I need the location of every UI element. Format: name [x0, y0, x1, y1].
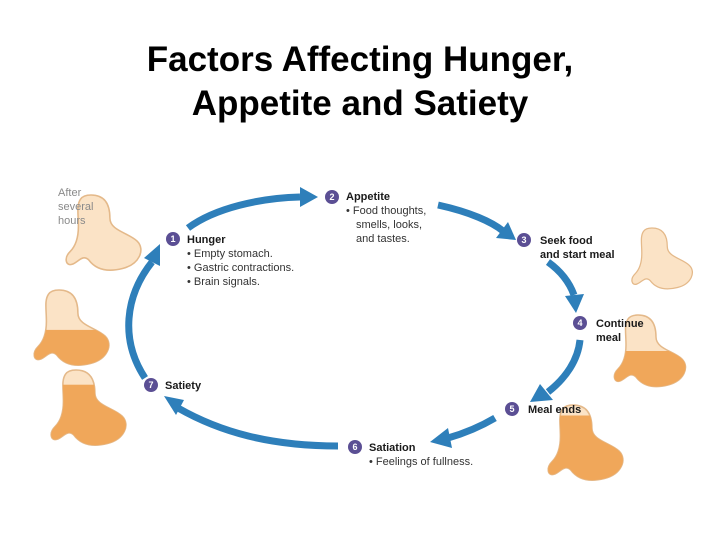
step-satiety: 7 Satiety: [144, 378, 202, 392]
arrow-seek-to-continue: [545, 259, 578, 297]
step-number-3: 3: [521, 235, 526, 245]
step-appetite: 2 Appetite • Food thoughts, smells, look…: [325, 190, 426, 245]
arrowhead-appetite: [300, 187, 318, 207]
step-title-hunger: Hunger: [187, 234, 226, 246]
arrow-appetite-to-seek: [437, 201, 506, 234]
step-detail: • Brain signals.: [187, 276, 260, 288]
step-number-7: 7: [148, 380, 153, 390]
step-seek-food: 3 Seek food and start meal: [517, 233, 615, 261]
step-number-1: 1: [170, 234, 175, 244]
step-number-6: 6: [352, 442, 357, 452]
step-detail: and tastes.: [356, 233, 410, 245]
stomach-empty-icon: [65, 194, 142, 271]
step-number-2: 2: [329, 192, 334, 202]
arrowhead-satiety: [164, 396, 184, 415]
step-title-continue: Continue: [596, 318, 644, 330]
step-badge-1: [166, 232, 180, 246]
arrow-hunger-to-appetite: [185, 193, 301, 231]
step-title-appetite: Appetite: [346, 191, 390, 203]
step-continue-meal: 4 Continue meal: [573, 316, 644, 344]
arrow-continue-to-end: [545, 339, 584, 395]
arrowhead-hunger: [144, 244, 160, 266]
step-title-seek-food-2: and start meal: [540, 249, 615, 261]
step-detail: • Gastric contractions.: [187, 262, 294, 274]
arrowhead-seek: [496, 222, 516, 240]
step-detail: • Feelings of fullness.: [369, 456, 473, 468]
arrowhead-continue: [565, 294, 584, 313]
step-badge-5: [505, 402, 519, 416]
arrowhead-satiation: [430, 428, 452, 448]
page-title: Factors Affecting Hunger, Appetite and S…: [0, 38, 720, 126]
step-title-meal-ends: Meal ends: [528, 404, 581, 416]
step-badge-6: [348, 440, 362, 454]
step-number-5: 5: [509, 404, 514, 414]
arrow-satiety-to-hunger: [125, 259, 155, 380]
step-detail: • Empty stomach.: [187, 248, 273, 260]
step-badge-4: [573, 316, 587, 330]
note-line-3: hours: [58, 215, 86, 227]
arrow-end-to-satiation: [447, 414, 497, 442]
step-detail: • Food thoughts,: [346, 205, 426, 217]
arrow-satiation-to-satiety: [176, 404, 339, 450]
step-title-seek-food: Seek food: [540, 235, 593, 247]
step-badge-2: [325, 190, 339, 204]
step-title-satiety: Satiety: [165, 380, 202, 392]
step-satiation: 6 Satiation • Feelings of fullness.: [348, 440, 473, 468]
note-line-1: After: [58, 187, 82, 199]
arrowhead-end: [530, 384, 553, 402]
step-hunger: 1 Hunger • Empty stomach. • Gastric cont…: [166, 232, 294, 288]
title-line-1: Factors Affecting Hunger,: [146, 40, 574, 79]
stomach-filling-icon: [33, 289, 110, 366]
stomach-full-icon: [547, 404, 624, 481]
step-badge-7: [144, 378, 158, 392]
title-line-2: Appetite and Satiety: [191, 84, 529, 123]
step-title-satiation: Satiation: [369, 442, 416, 454]
step-badge-3: [517, 233, 531, 247]
step-meal-ends: 5 Meal ends: [505, 402, 581, 416]
note-line-2: several: [58, 201, 93, 213]
stomach-full-icon: [50, 369, 127, 446]
step-detail: smells, looks,: [356, 219, 422, 231]
step-number-4: 4: [577, 318, 582, 328]
stomach-empty-icon: [631, 227, 693, 290]
step-title-continue-2: meal: [596, 332, 621, 344]
